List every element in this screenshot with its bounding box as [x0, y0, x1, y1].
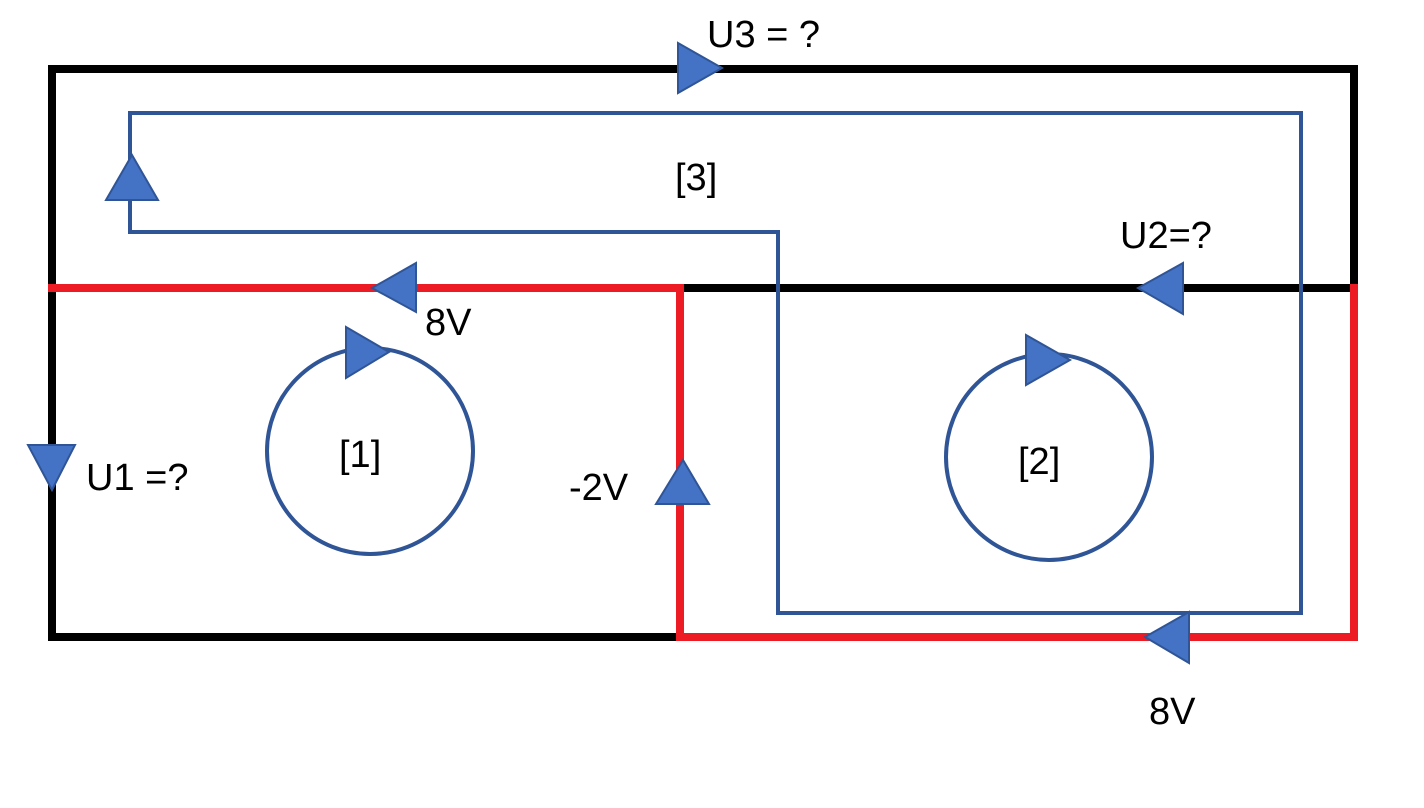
- bottom-8v-arrow-left-icon: [1143, 610, 1190, 665]
- loop-1-arrow-right-icon: [345, 325, 391, 380]
- top-8v-label: 8V: [425, 302, 472, 344]
- loop-1-label: [1]: [339, 434, 381, 476]
- loop-3-path: [128, 111, 1303, 615]
- u2-arrow-left-icon: [1135, 261, 1184, 316]
- u1-label: U1 =?: [86, 457, 188, 499]
- bottom-8v-label: 8V: [1149, 691, 1196, 733]
- u3-arrow-right-icon: [677, 41, 725, 95]
- loop-2-arrow-right-icon: [1025, 333, 1073, 387]
- loop-2-label: [2]: [1018, 441, 1060, 483]
- middle-voltage-label: -2V: [569, 467, 629, 509]
- u3-label: U3 = ?: [707, 14, 820, 56]
- middle-arrow-up-icon: [654, 458, 711, 505]
- circuit-wires: [48, 65, 1358, 641]
- u1-arrow-down-icon: [26, 444, 77, 493]
- loop-3-arrow-up-icon: [104, 153, 160, 201]
- loop-3-label: [3]: [675, 157, 717, 199]
- top-8v-arrow-left-icon: [369, 261, 417, 314]
- direction-arrows: [26, 41, 1190, 665]
- known-voltage-wires: [48, 284, 1358, 641]
- u2-label: U2=?: [1120, 215, 1212, 257]
